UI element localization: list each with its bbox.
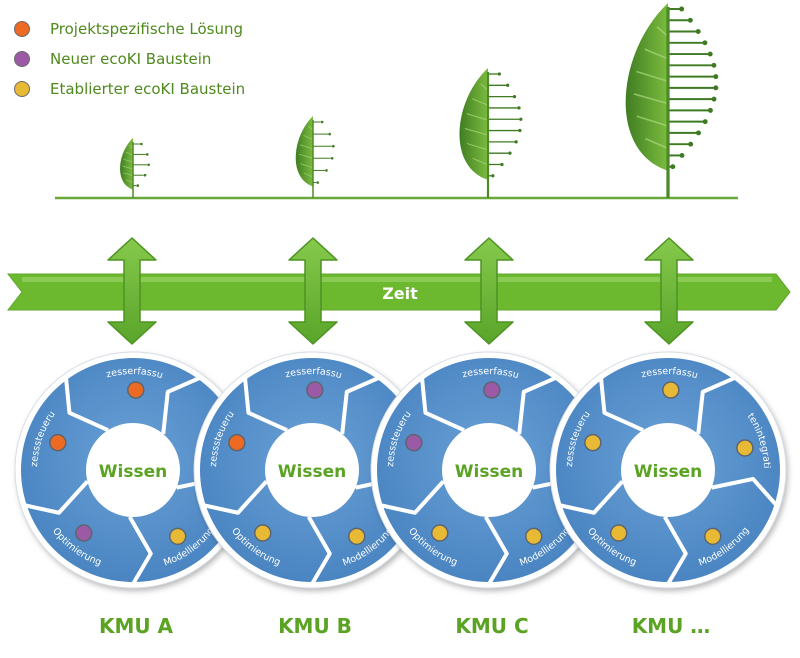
status-dot-icon bbox=[127, 381, 145, 399]
connector-arrows bbox=[107, 237, 694, 345]
double-arrow-icon bbox=[107, 237, 157, 345]
leaf-icon bbox=[625, 3, 719, 198]
double-arrow-icon bbox=[464, 237, 514, 345]
legend: Projektspezifische Lösung Neuer ecoKI Ba… bbox=[14, 14, 245, 104]
leaf-icon bbox=[295, 116, 335, 198]
double-arrow-icon bbox=[288, 237, 338, 345]
status-dot-icon bbox=[168, 527, 187, 546]
status-dot-icon bbox=[662, 381, 680, 399]
status-dot-icon bbox=[703, 527, 722, 546]
center-label: Wissen bbox=[455, 462, 523, 482]
legend-dot-yellow-icon bbox=[14, 81, 30, 97]
timeline-label: Zeit bbox=[382, 284, 418, 303]
status-dot-icon bbox=[49, 433, 67, 452]
kmu-label: KMU B bbox=[278, 614, 352, 638]
status-dot-icon bbox=[306, 381, 324, 399]
status-dot-icon bbox=[253, 524, 272, 542]
center-label: Wissen bbox=[634, 462, 702, 482]
leaf-icon bbox=[120, 138, 150, 198]
kmu-label: KMU C bbox=[455, 614, 528, 638]
center-label: Wissen bbox=[99, 462, 167, 482]
legend-label: Neuer ecoKI Baustein bbox=[50, 50, 212, 68]
status-dot-icon bbox=[347, 527, 366, 546]
status-dot-icon bbox=[74, 524, 93, 542]
double-arrow-icon bbox=[644, 237, 694, 345]
kmu-label: KMU A bbox=[99, 614, 174, 638]
status-dot-icon bbox=[483, 381, 501, 399]
legend-item: Etablierter ecoKI Baustein bbox=[14, 74, 245, 104]
timeline-arrow bbox=[6, 273, 791, 311]
status-dot-icon bbox=[584, 433, 602, 452]
status-dot-icon bbox=[524, 527, 543, 546]
leaf-icon bbox=[459, 68, 523, 198]
legend-label: Etablierter ecoKI Baustein bbox=[50, 80, 246, 98]
status-dot-icon bbox=[430, 524, 449, 542]
legend-label: Projektspezifische Lösung bbox=[50, 20, 244, 38]
status-dot-icon bbox=[228, 433, 246, 452]
growth-leaves bbox=[120, 3, 719, 198]
center-label: Wissen bbox=[278, 462, 346, 482]
legend-dot-orange-icon bbox=[14, 21, 30, 37]
kmu-labels: KMU A KMU B KMU C KMU … bbox=[99, 614, 710, 638]
timeline-highlight bbox=[22, 277, 772, 282]
legend-dot-purple-icon bbox=[14, 51, 30, 67]
status-dot-icon bbox=[405, 433, 423, 452]
kmu-label: KMU … bbox=[632, 614, 711, 638]
legend-item: Neuer ecoKI Baustein bbox=[14, 44, 245, 74]
status-dot-icon bbox=[736, 439, 754, 457]
legend-item: Projektspezifische Lösung bbox=[14, 14, 245, 44]
status-dot-icon bbox=[609, 524, 628, 542]
